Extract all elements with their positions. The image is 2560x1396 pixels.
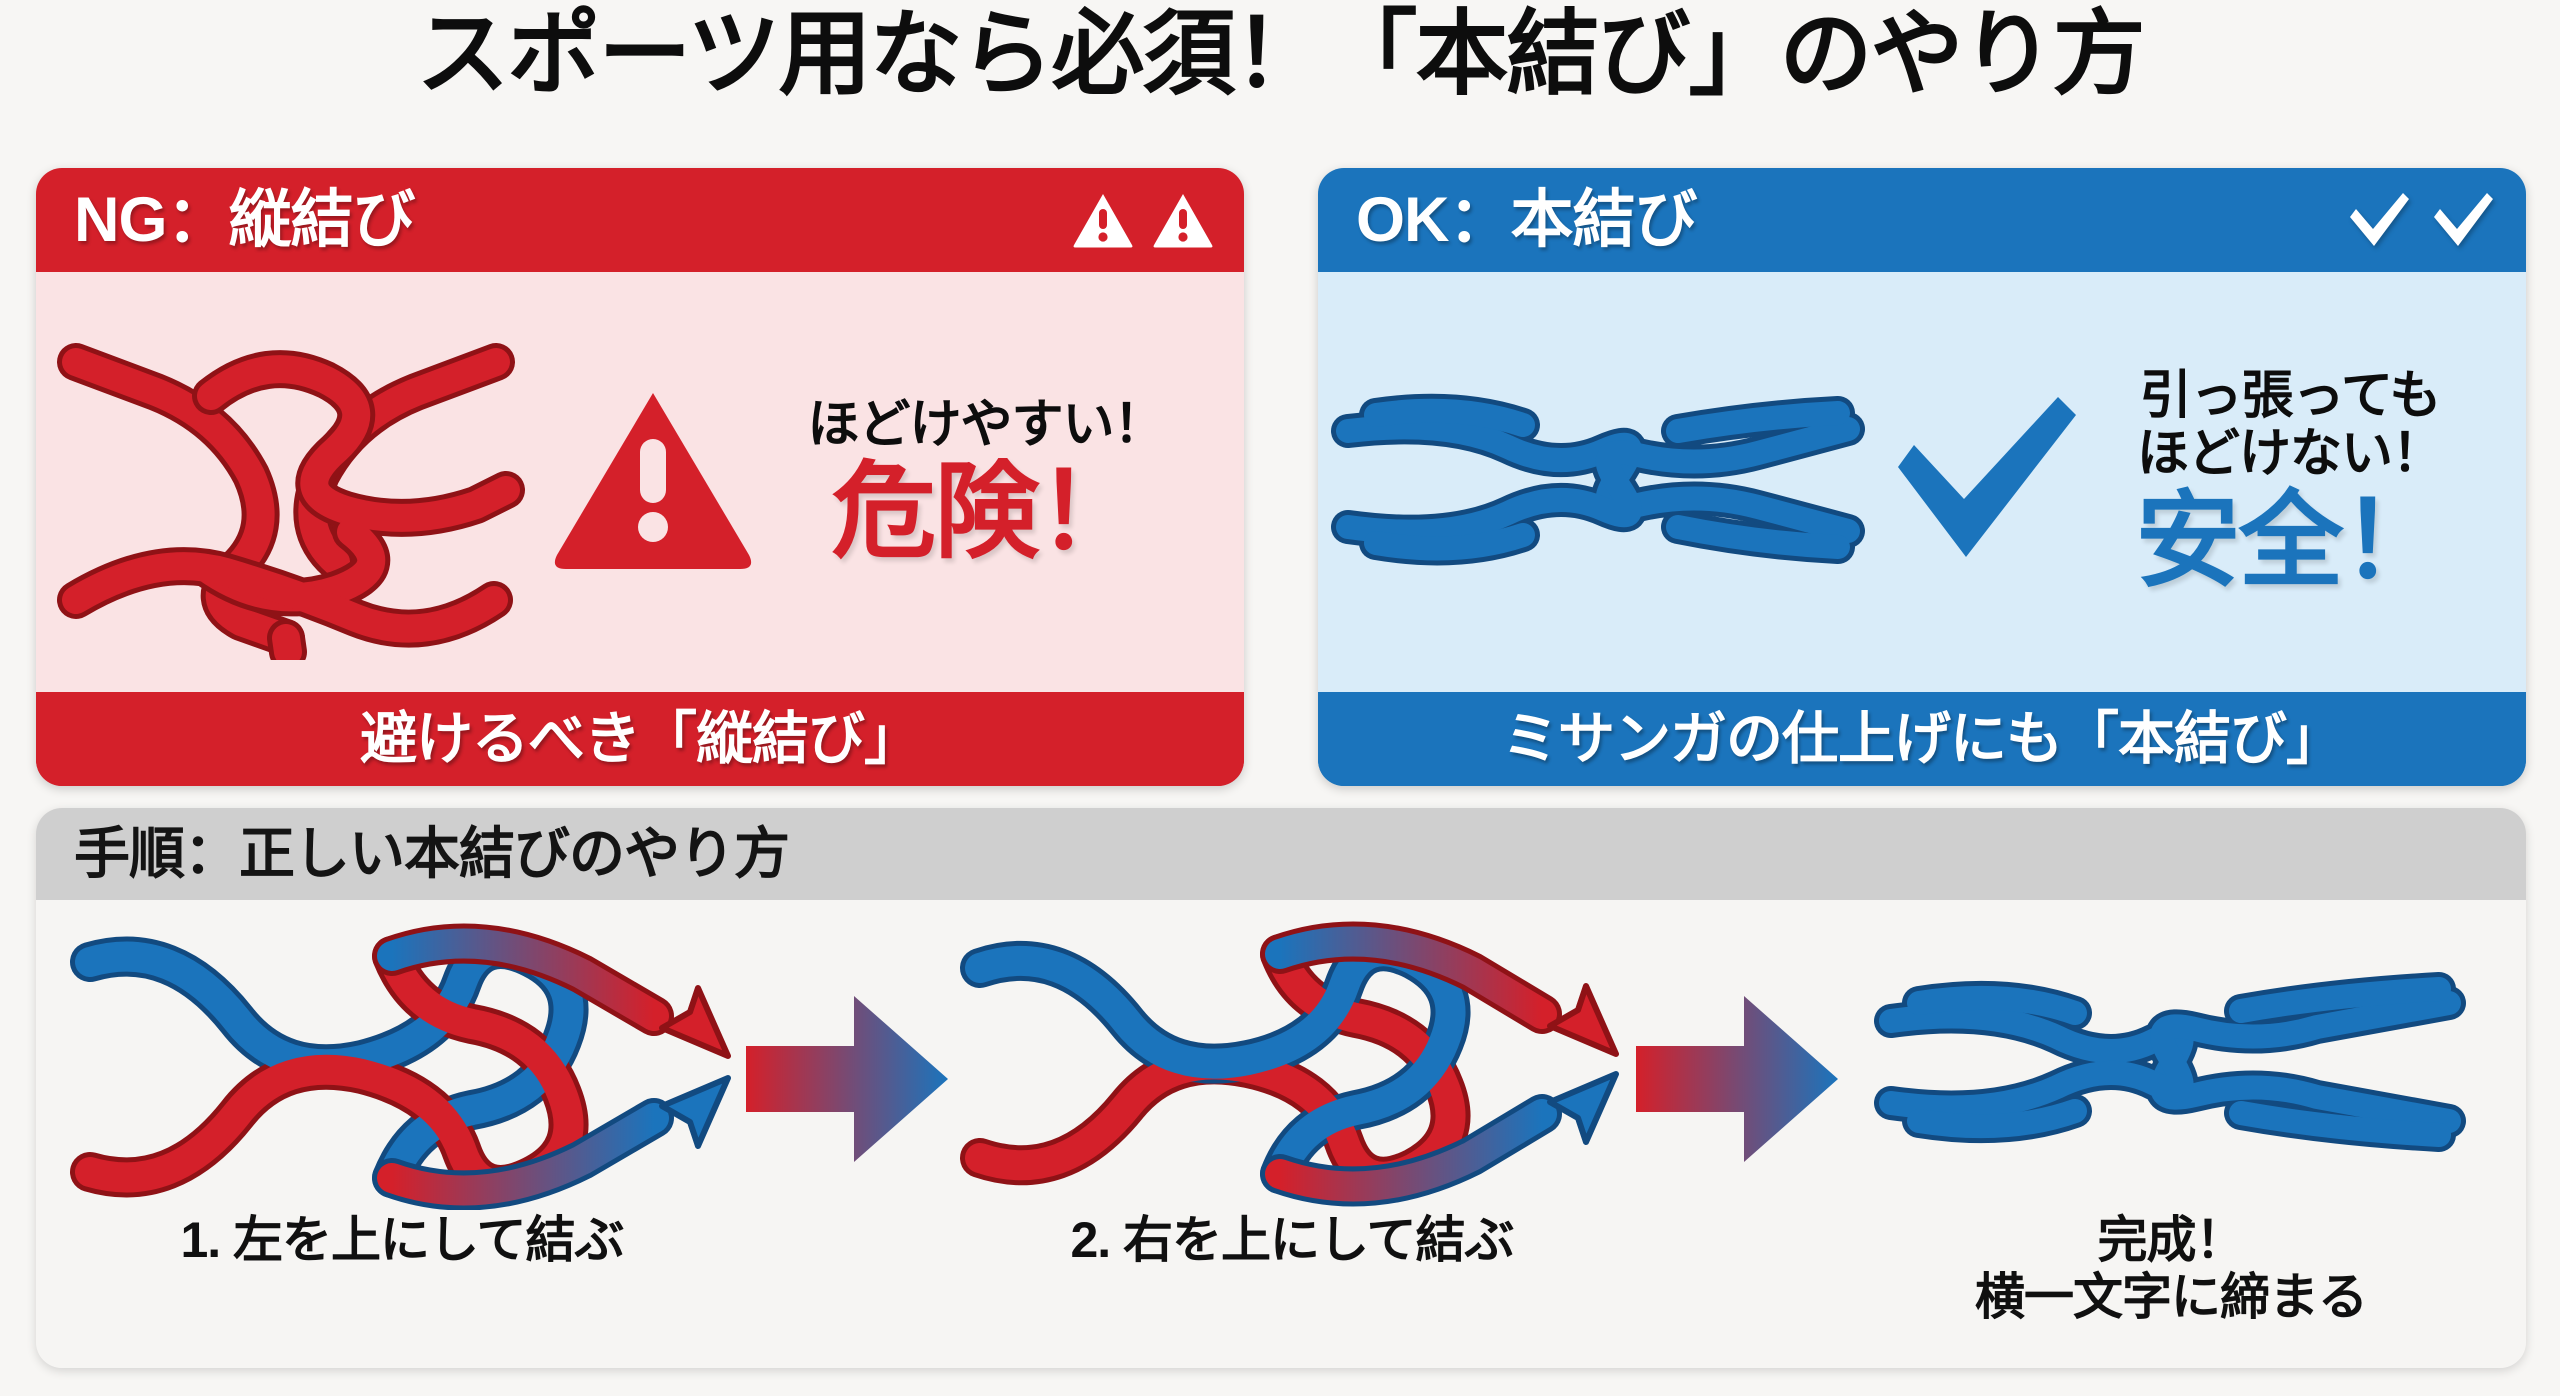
page-title: スポーツ用なら必須！「本結び」のやり方 xyxy=(416,2,2145,106)
procedure-panel: 手順：正しい本結びのやり方 xyxy=(36,808,2526,1368)
ok-big-text: 安全！ xyxy=(2135,483,2446,601)
procedure-step: 1. 左を上にして結ぶ xyxy=(62,910,742,1269)
step-caption: 完成！ 横一文字に締まる xyxy=(1975,1212,2368,1325)
ng-card-text-block: ほどけやすい！ 危険！ xyxy=(764,396,1244,568)
ng-big-text: 危険！ xyxy=(831,453,1142,571)
final-knot-illustration xyxy=(1861,910,2481,1210)
ng-card-footer: 避けるべき「縦結び」 xyxy=(36,692,1244,786)
ok-card: OK：本結び xyxy=(1318,168,2526,786)
warning-triangle-icon xyxy=(554,392,752,569)
check-icon xyxy=(2434,193,2493,246)
procedure-header-label: 手順：正しい本結びのやり方 xyxy=(74,822,790,885)
ng-card-footer-label: 避けるべき「縦結び」 xyxy=(360,706,921,771)
ng-card-body: ほどけやすい！ 危険！ xyxy=(36,272,1244,692)
procedure-step: 完成！ 横一文字に締まる xyxy=(1842,910,2500,1326)
ng-lead-text: ほどけやすい！ xyxy=(807,395,1165,454)
ng-header-icon-group xyxy=(1072,192,1214,248)
ng-card-header-label: NG：縦結び xyxy=(74,184,415,255)
ok-card-footer-label: ミサンガの仕上げにも「本結び」 xyxy=(1502,706,2343,771)
check-icon xyxy=(1898,396,2076,557)
procedure-step: 2. 右を上にして結ぶ xyxy=(952,910,1632,1269)
step1-knot-illustration xyxy=(62,910,742,1210)
ok-lead-text-line2: ほどけない！ xyxy=(2136,424,2444,483)
step2-knot-illustration xyxy=(952,910,1632,1210)
vertical-knot-red-illustration xyxy=(36,300,536,671)
step-caption: 2. 右を上にして結ぶ xyxy=(1070,1212,1514,1268)
ok-card-footer: ミサンガの仕上げにも「本結び」 xyxy=(1318,692,2526,786)
step-caption: 1. 左を上にして結ぶ xyxy=(180,1212,624,1268)
comparison-cards-row: NG：縦結び xyxy=(36,168,2526,786)
ng-warning-symbol xyxy=(536,387,764,578)
procedure-steps: 1. 左を上にして結ぶ xyxy=(36,900,2526,1368)
check-icon xyxy=(2350,193,2409,246)
warning-triangle-icon xyxy=(1153,194,1213,248)
ng-card-header: NG：縦結び xyxy=(36,168,1244,272)
ok-header-icon-group xyxy=(2346,191,2496,249)
ok-check-symbol xyxy=(1878,395,2090,570)
ng-card: NG：縦結び xyxy=(36,168,1244,786)
ok-card-text-block: 引っ張っても ほどけない！ 安全！ xyxy=(2090,367,2526,598)
right-arrow-icon xyxy=(1632,994,1842,1169)
ok-card-header: OK：本結び xyxy=(1318,168,2526,272)
reef-knot-blue-illustration xyxy=(1318,355,1878,610)
procedure-header: 手順：正しい本結びのやり方 xyxy=(36,808,2526,900)
ok-card-header-label: OK：本結び xyxy=(1356,184,1697,255)
ok-lead-text-line1: 引っ張っても xyxy=(2139,366,2442,425)
ok-card-body: 引っ張っても ほどけない！ 安全！ xyxy=(1318,272,2526,692)
right-arrow-icon xyxy=(742,994,952,1169)
warning-triangle-icon xyxy=(1073,194,1133,248)
